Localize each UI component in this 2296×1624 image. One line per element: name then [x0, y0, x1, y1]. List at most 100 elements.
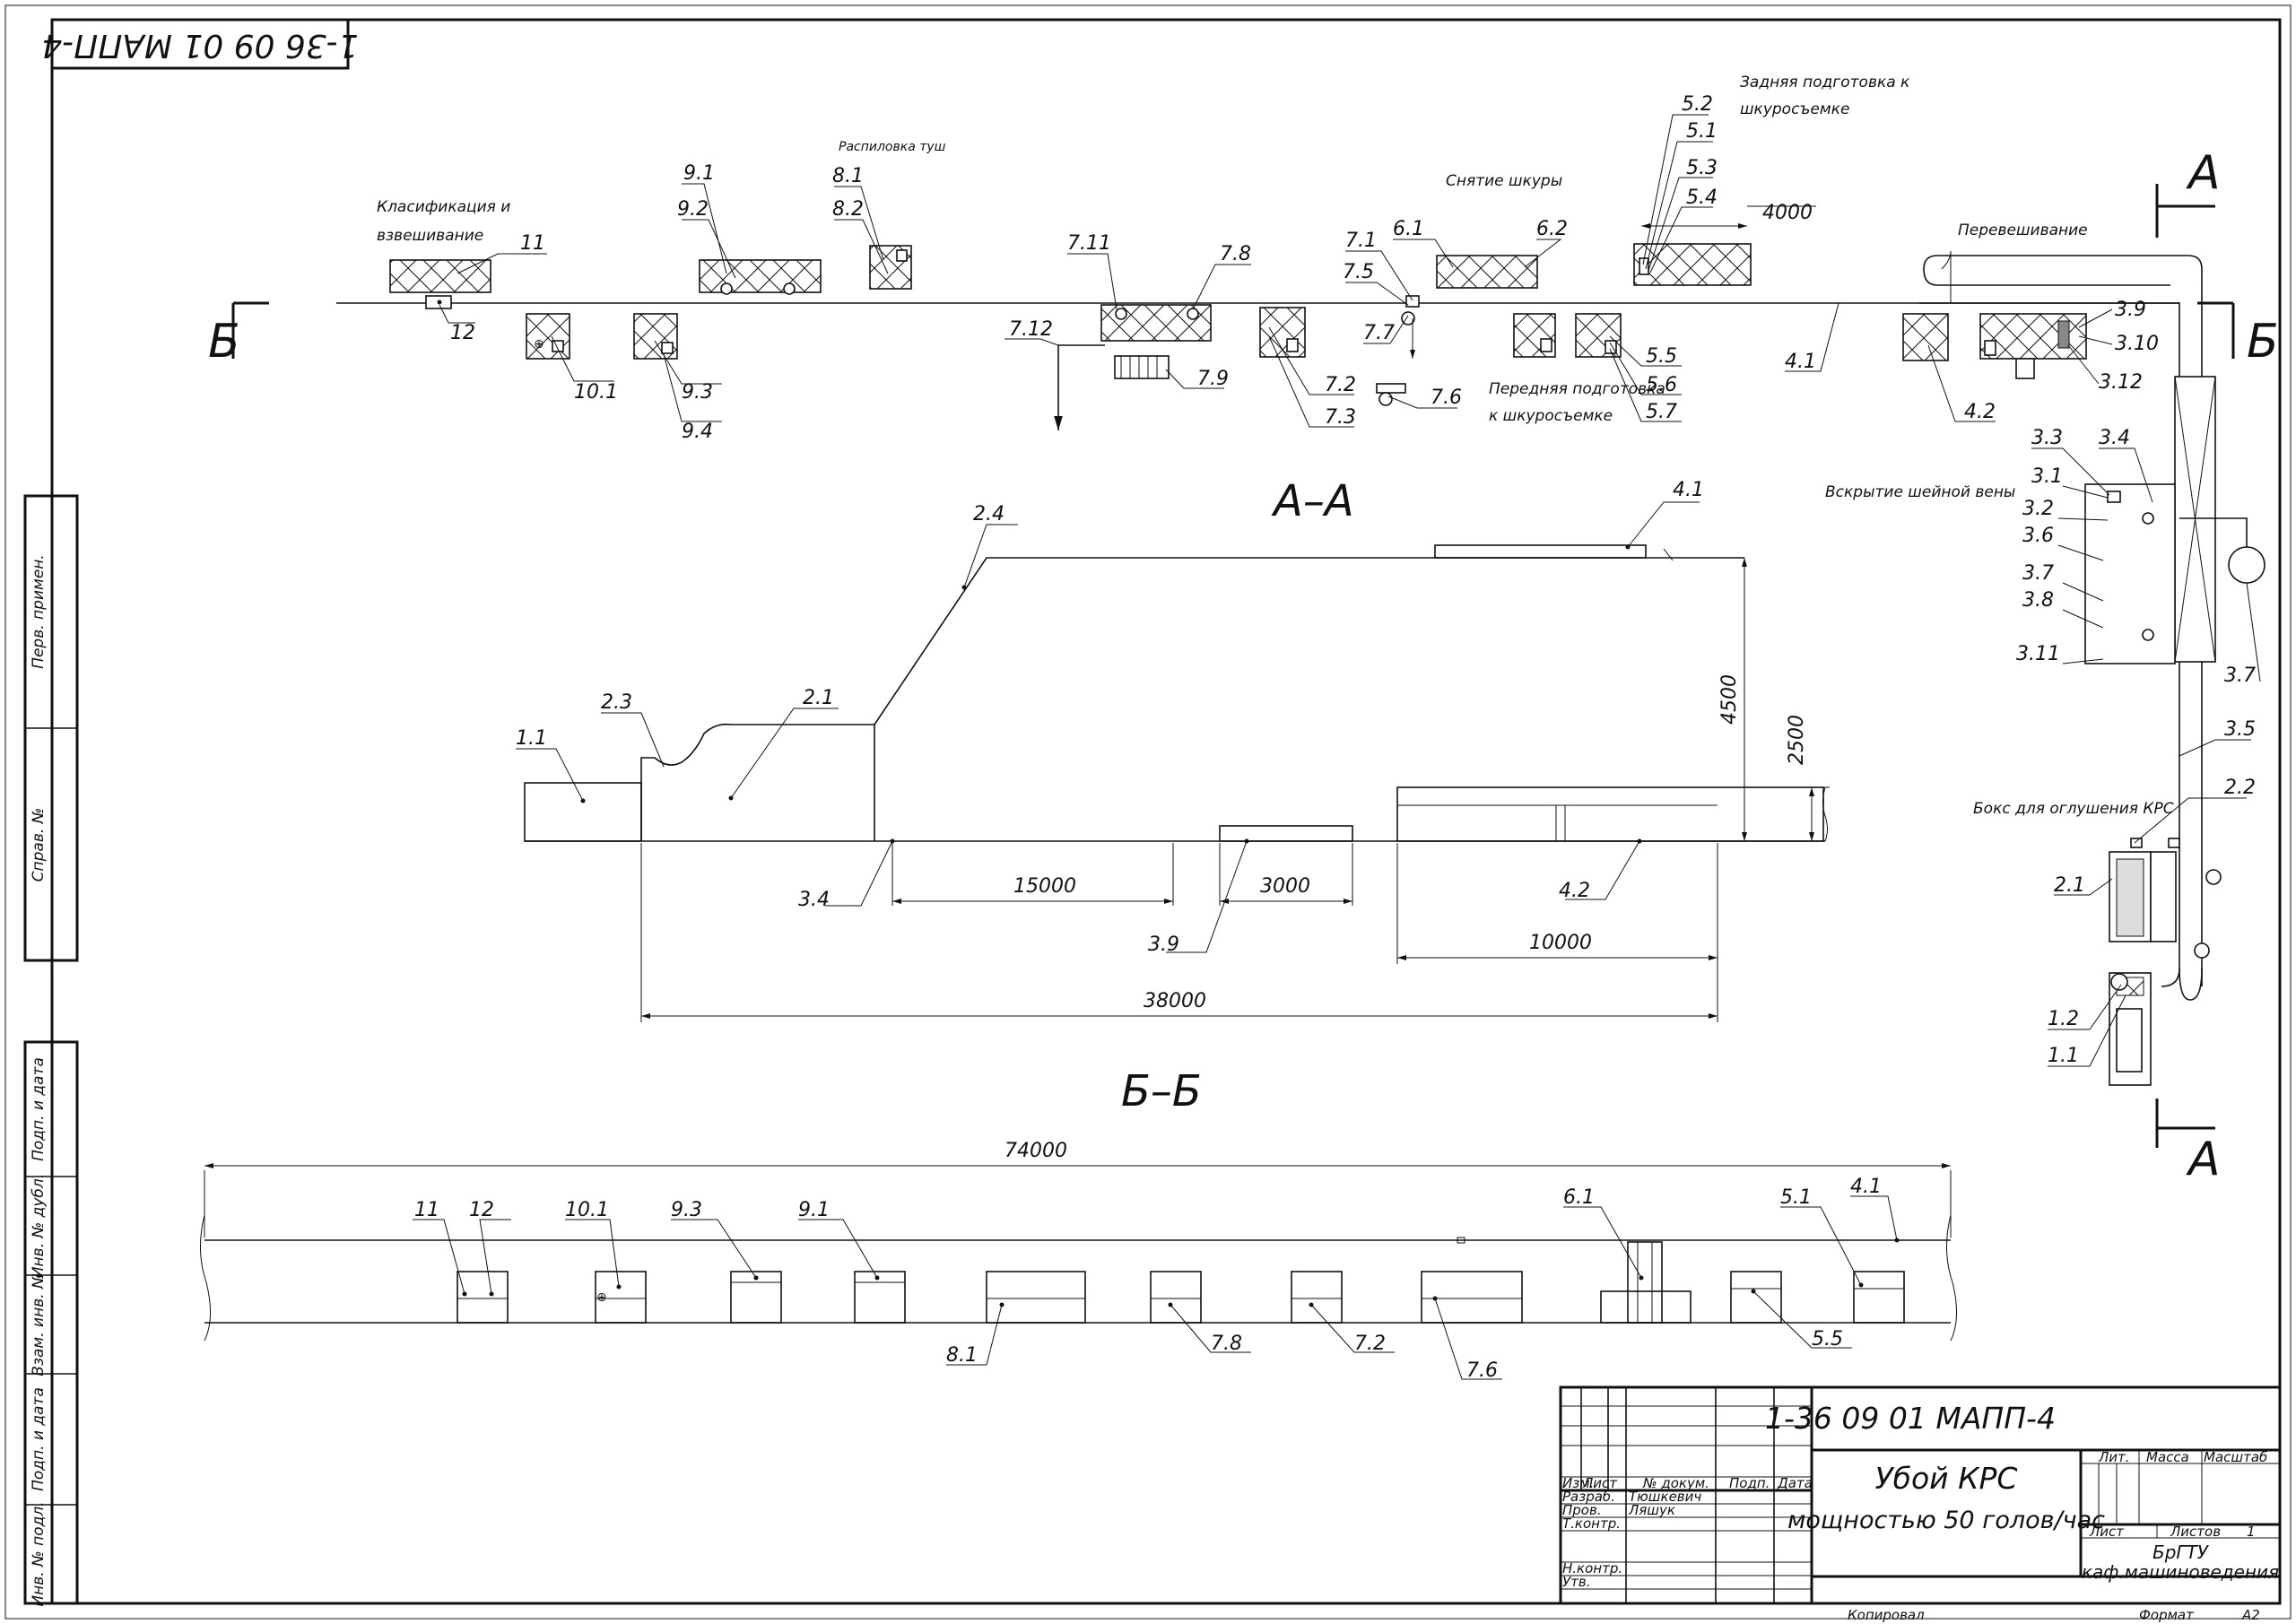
svg-text:4.1: 4.1 [1785, 351, 1816, 373]
svg-text:6.2: 6.2 [1536, 218, 1568, 240]
bb-block-11-12 [457, 1271, 509, 1324]
svg-text:⊕: ⊕ [534, 337, 544, 352]
bb-block-7-8 [1150, 1271, 1202, 1324]
side-inv-podl: Инв. № подл. [30, 1501, 48, 1606]
svg-text:Т.контр.: Т.контр. [1562, 1515, 1621, 1532]
svg-text:7.8: 7.8 [1220, 243, 1251, 265]
side-perv-primen: Перв. примен. [30, 554, 48, 669]
side-vzam-inv: Взам. инв. № [30, 1272, 48, 1376]
aa-incline-2-4 [874, 557, 1744, 725]
svg-text:3.4: 3.4 [798, 889, 830, 911]
svg-text:1.1: 1.1 [2048, 1045, 2079, 1067]
dim-38000: 38000 [1144, 990, 1206, 1012]
svg-text:⊕: ⊕ [596, 1290, 607, 1305]
svg-text:3.2: 3.2 [2022, 498, 2054, 520]
svg-text:2.4: 2.4 [973, 503, 1004, 525]
format-value: А2 [2241, 1607, 2260, 1623]
svg-text:3.6: 3.6 [2022, 525, 2054, 547]
plan-callouts: 11 12 10.1 9.3 9.4 9.1 9.2 8.1 8.2 7.11 … [439, 93, 2261, 1067]
svg-text:7.2: 7.2 [1325, 374, 1356, 396]
svg-text:5.4: 5.4 [1686, 187, 1718, 209]
section-mark-a-bottom: А [2155, 1099, 2221, 1186]
svg-text:Н.контр.: Н.контр. [1562, 1560, 1622, 1576]
svg-text:7.1: 7.1 [1345, 230, 1377, 252]
svg-text:1: 1 [2247, 1524, 2256, 1540]
svg-text:5.2: 5.2 [1682, 93, 1713, 116]
svg-text:Лист: Лист [1582, 1475, 1618, 1491]
svg-text:5.3: 5.3 [1686, 157, 1718, 179]
equip-7-6 [1376, 383, 1406, 394]
svg-text:8.1: 8.1 [946, 1344, 978, 1367]
svg-text:7.3: 7.3 [1325, 406, 1356, 429]
svg-text:5.5: 5.5 [1812, 1328, 1843, 1350]
svg-text:11: 11 [520, 232, 545, 255]
svg-text:6.1: 6.1 [1563, 1186, 1595, 1209]
svg-text:12: 12 [469, 1199, 494, 1221]
svg-text:9.1: 9.1 [683, 162, 715, 185]
code-stamp-text: 1-36 09 01 МАПП-4 [41, 27, 358, 64]
title-code: 1-36 09 01 МАПП-4 [1765, 1401, 2056, 1436]
svg-text:7.11: 7.11 [1067, 232, 1111, 255]
svg-text:Изм.: Изм. [1562, 1475, 1594, 1491]
plan-view: Б Б А А ⊕ [208, 146, 2279, 1186]
equip-3-platform [2084, 483, 2176, 664]
svg-text:5.6: 5.6 [1646, 374, 1677, 396]
svg-text:7.5: 7.5 [1343, 261, 1374, 283]
section-mark-b-right: Б [2197, 301, 2279, 369]
svg-text:9.2: 9.2 [677, 198, 709, 221]
aa-block-2 [640, 723, 875, 841]
svg-text:8.2: 8.2 [832, 198, 864, 221]
svg-text:9.3: 9.3 [682, 381, 713, 404]
bb-block-10-1 [595, 1271, 647, 1324]
side-stamp: Перв. примен. Справ. № Подп. и дата Инв.… [23, 494, 79, 1607]
dim-3000: 3000 [1260, 875, 1310, 898]
svg-text:Тюшкевич: Тюшкевич [1629, 1489, 1701, 1505]
svg-text:4.2: 4.2 [1964, 401, 1996, 423]
svg-text:3.3: 3.3 [2031, 427, 2063, 449]
svg-text:Подп.: Подп. [1729, 1475, 1770, 1491]
svg-text:8.1: 8.1 [832, 165, 864, 187]
svg-text:Утв.: Утв. [1562, 1574, 1591, 1590]
side-podp-data-1: Подп. и дата [30, 1057, 48, 1161]
bb-block-5-5 [1730, 1271, 1782, 1324]
svg-text:А: А [2186, 1133, 2221, 1186]
note-boks: Бокс для оглушения КРС [1973, 800, 2174, 818]
svg-text:2.2: 2.2 [2224, 777, 2256, 799]
svg-text:7.6: 7.6 [1466, 1359, 1498, 1382]
svg-text:3.8: 3.8 [2022, 589, 2054, 612]
svg-text:5.7: 5.7 [1646, 401, 1677, 423]
dim-2500: 2500 [1786, 715, 1808, 765]
section-mark-a-top: А [2155, 146, 2221, 238]
equip-7-9 [1114, 355, 1170, 379]
svg-text:Масштаб: Масштаб [2204, 1449, 2267, 1465]
dim-74000: 74000 [1004, 1140, 1067, 1162]
bb-block-9-1 [854, 1271, 906, 1324]
note-raspilovka: Распиловка туш [839, 140, 946, 154]
svg-text:7.8: 7.8 [1211, 1333, 1242, 1355]
note-zadnyaya-1: Задняя подготовка к [1740, 74, 1910, 91]
svg-text:12: 12 [450, 322, 475, 344]
aa-rail-4-1 [1434, 544, 1647, 559]
svg-text:11: 11 [414, 1199, 439, 1221]
svg-text:2.3: 2.3 [601, 691, 632, 714]
title-line-2: мощностью 50 голов/час [1787, 1507, 2105, 1534]
svg-text:7.12: 7.12 [1009, 318, 1053, 341]
dim-15000: 15000 [1013, 875, 1076, 898]
aa-block-3-9 [1219, 825, 1353, 842]
svg-text:1.1: 1.1 [516, 727, 547, 750]
format-label: Формат [2139, 1607, 2195, 1623]
svg-text:6.1: 6.1 [1393, 218, 1424, 240]
svg-text:Ляшук: Ляшук [1628, 1502, 1675, 1518]
svg-text:Дата: Дата [1777, 1475, 1813, 1491]
note-perednyaya-2: к шкуросъемке [1489, 407, 1613, 425]
org-line-2: каф.машиноведения [2082, 1561, 2279, 1583]
svg-text:1.2: 1.2 [2048, 1008, 2079, 1030]
svg-text:7.6: 7.6 [1431, 386, 1462, 409]
svg-text:3.10: 3.10 [2115, 333, 2159, 355]
svg-text:7.2: 7.2 [1354, 1333, 1386, 1355]
dim-4000: 4000 [1762, 202, 1813, 224]
side-sprav-no: Справ. № [30, 808, 48, 882]
svg-text:5.1: 5.1 [1780, 1186, 1812, 1209]
svg-text:Б: Б [2247, 315, 2279, 369]
